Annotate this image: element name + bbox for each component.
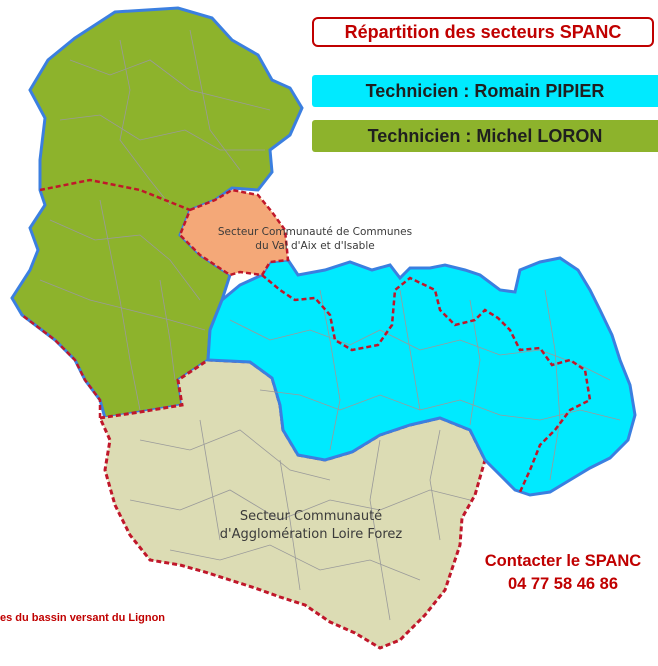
label-sector-val-aix: Secteur Communauté de Communes du Val d'… bbox=[180, 225, 450, 253]
zone-cyan-pipier[interactable] bbox=[206, 256, 637, 497]
label-sector-val-aix-line2: du Val d'Aix et d'Isable bbox=[255, 240, 375, 253]
label-sector-val-aix-line1: Secteur Communauté de Communes bbox=[217, 226, 413, 238]
commune-boundaries bbox=[39, 29, 621, 621]
sector-boundaries bbox=[21, 178, 592, 493]
bottom-note-lignon: es du bassin versant du Lignon bbox=[0, 612, 166, 624]
contact-spanc: Contacter le SPANC 04 77 58 46 86 bbox=[468, 550, 658, 596]
legend-technician-pipier: Technicien : Romain PIPIER bbox=[312, 75, 658, 107]
zone-orange-val-aix[interactable] bbox=[178, 188, 290, 277]
label-sector-loire-forez-line2: d'Agglomération Loire Forez bbox=[219, 526, 403, 542]
contact-phone[interactable]: 04 77 58 46 86 bbox=[507, 575, 619, 594]
map-title: Répartition des secteurs SPANC bbox=[312, 17, 654, 47]
contact-heading: Contacter le SPANC bbox=[484, 552, 642, 570]
legend-technician-loron: Technicien : Michel LORON bbox=[312, 120, 658, 152]
label-sector-loire-forez-line1: Secteur Communauté bbox=[239, 509, 383, 524]
label-sector-loire-forez: Secteur Communauté d'Agglomération Loire… bbox=[196, 508, 426, 543]
